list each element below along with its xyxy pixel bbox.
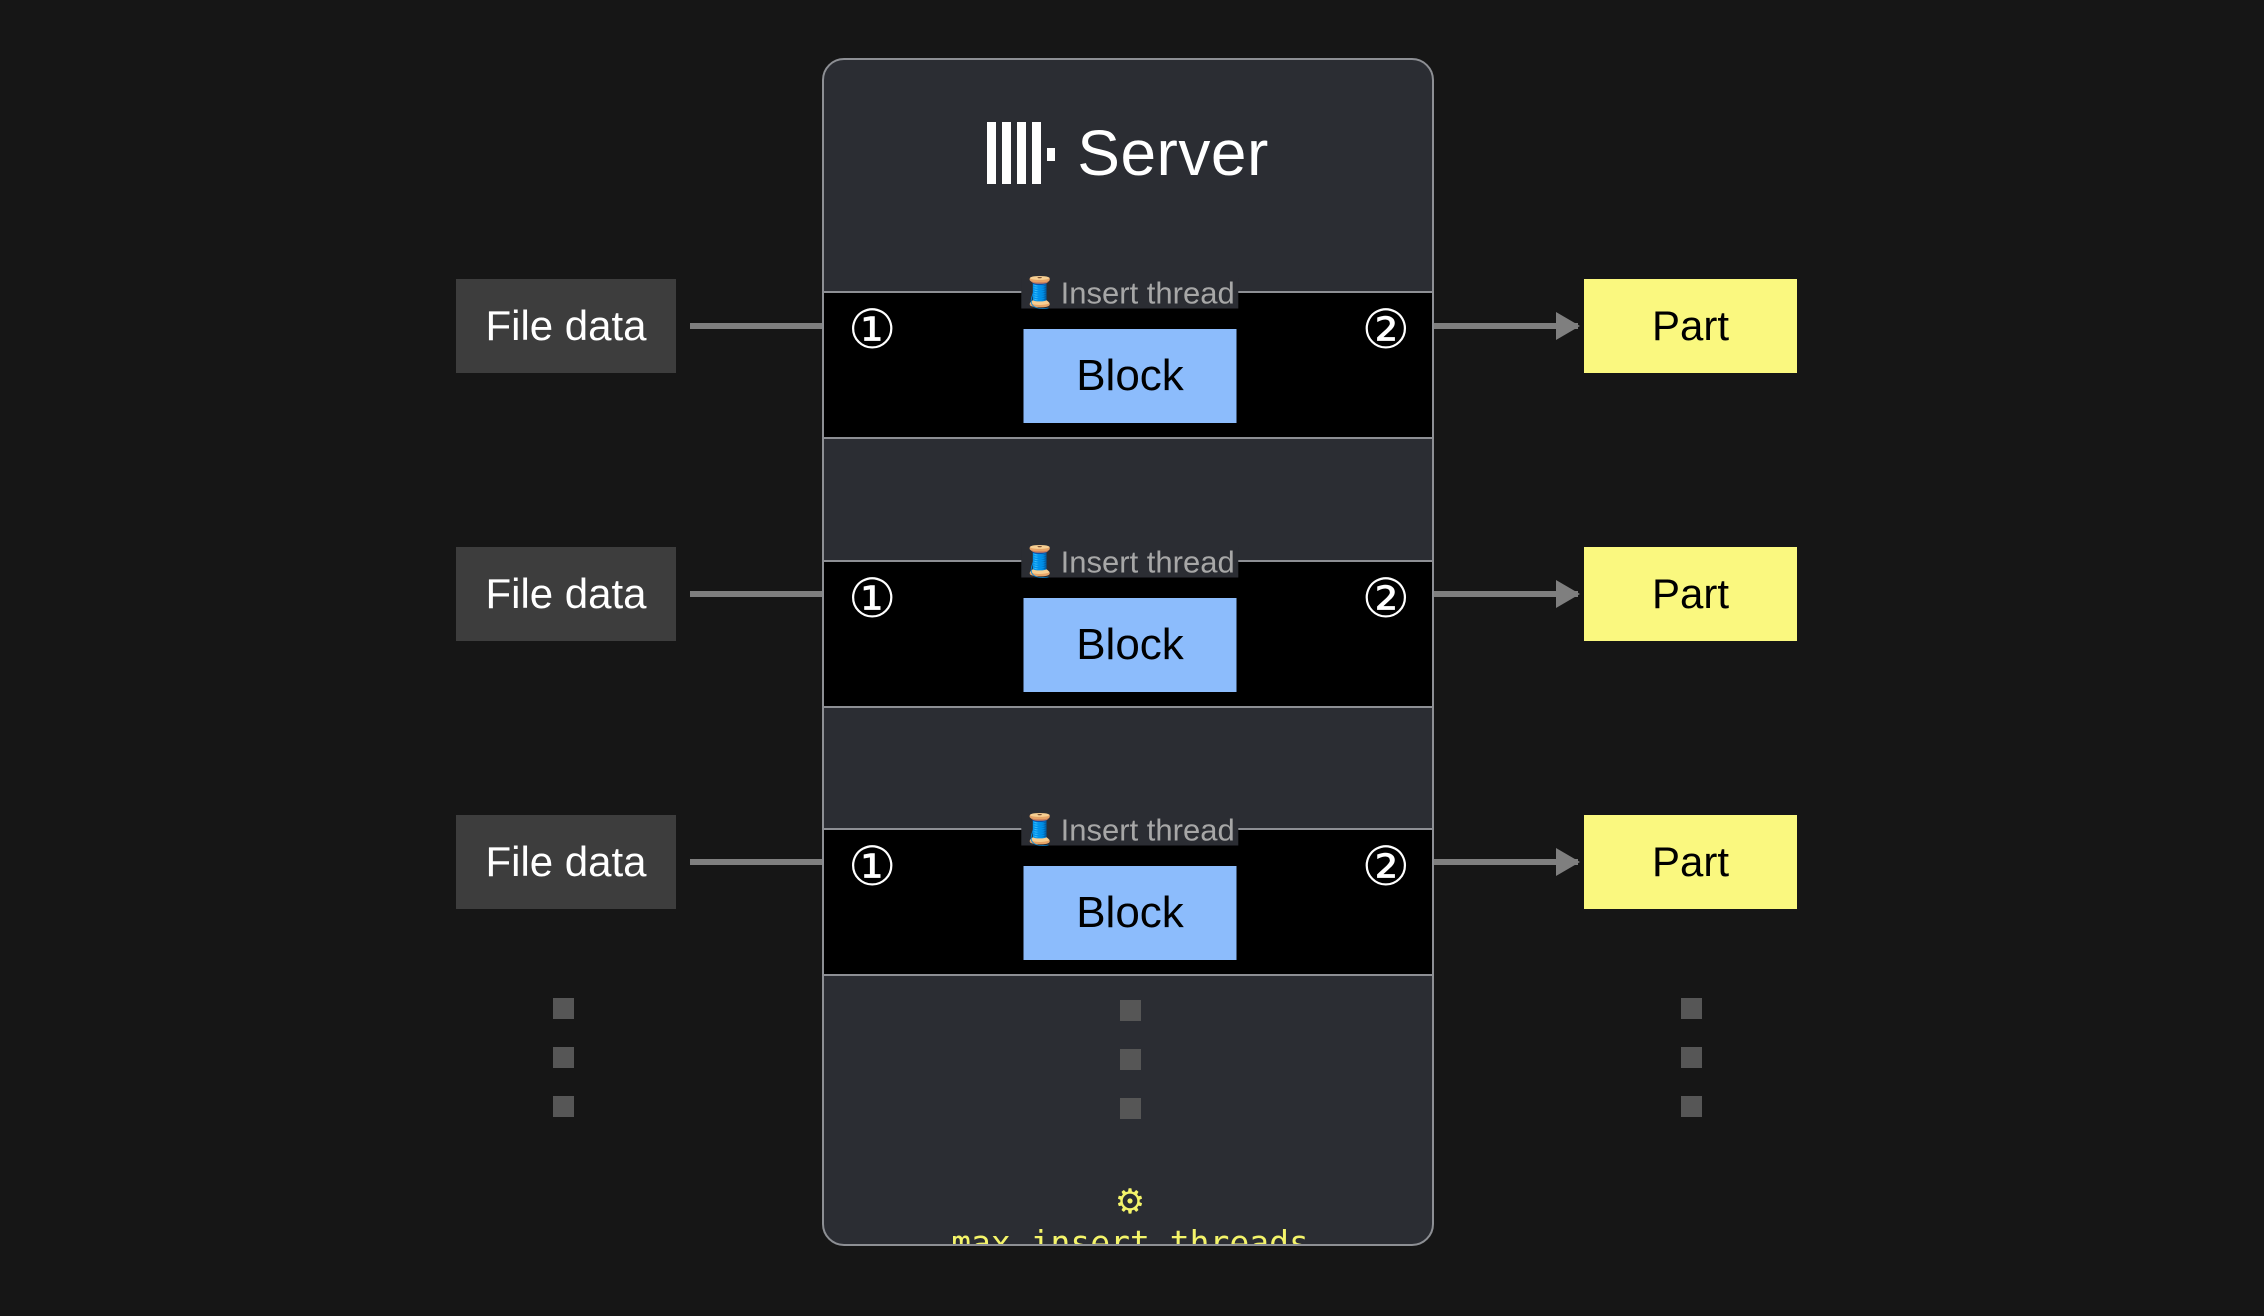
setting-note: ⚙ max_insert_threads bbox=[824, 1183, 1432, 1246]
server-panel: Server 🧵 Insert thread ① Block ② 🧵 Inser… bbox=[822, 58, 1434, 1246]
ellipsis-dot bbox=[1681, 1096, 1702, 1117]
part-box: Part bbox=[1584, 279, 1797, 373]
thread-spool-icon: 🧵 bbox=[1021, 545, 1059, 578]
ellipsis-dot bbox=[1681, 998, 1702, 1019]
insert-thread-label: Insert thread bbox=[1060, 544, 1235, 580]
insert-thread-lane: 🧵 Insert thread ① Block ② bbox=[824, 546, 1432, 708]
file-data-box: File data bbox=[456, 279, 676, 373]
arrow-head bbox=[1556, 580, 1580, 608]
page-title: Server bbox=[1077, 117, 1269, 189]
arrow-head bbox=[1556, 312, 1580, 340]
arrow-head bbox=[1556, 848, 1580, 876]
insert-thread-lane: 🧵 Insert thread ① Block ② bbox=[824, 814, 1432, 976]
ellipsis-dot bbox=[1681, 1047, 1702, 1068]
ellipsis-dot bbox=[1120, 1000, 1141, 1021]
step-badge-outbound: ② bbox=[1361, 300, 1410, 360]
insert-thread-label: Insert thread bbox=[1060, 275, 1235, 311]
step-badge-outbound: ② bbox=[1361, 569, 1410, 629]
ellipsis-dot bbox=[553, 998, 574, 1019]
step-badge-inbound: ① bbox=[848, 300, 897, 360]
setting-name: max_insert_threads bbox=[951, 1223, 1309, 1246]
file-data-box: File data bbox=[456, 547, 676, 641]
ellipsis-indicator-left bbox=[553, 998, 574, 1117]
step-badge-outbound: ② bbox=[1361, 837, 1410, 897]
block-box: Block bbox=[1023, 598, 1237, 692]
insert-thread-legend: 🧵 Insert thread bbox=[1021, 812, 1239, 848]
file-data-box: File data bbox=[456, 815, 676, 909]
insert-thread-legend: 🧵 Insert thread bbox=[1021, 275, 1239, 311]
ellipsis-dot bbox=[553, 1047, 574, 1068]
thread-spool-icon: 🧵 bbox=[1021, 276, 1059, 309]
step-badge-inbound: ① bbox=[848, 569, 897, 629]
insert-thread-lane: 🧵 Insert thread ① Block ② bbox=[824, 277, 1432, 439]
ellipsis-dot bbox=[1120, 1098, 1141, 1119]
ellipsis-indicator-center bbox=[1120, 1000, 1141, 1119]
step-badge-inbound: ① bbox=[848, 837, 897, 897]
part-box: Part bbox=[1584, 815, 1797, 909]
ellipsis-dot bbox=[553, 1096, 574, 1117]
clickhouse-logo-icon bbox=[987, 122, 1056, 184]
ellipsis-dot bbox=[1120, 1049, 1141, 1070]
gear-icon: ⚙ bbox=[1114, 1183, 1146, 1221]
insert-thread-legend: 🧵 Insert thread bbox=[1021, 544, 1239, 580]
server-title: Server bbox=[824, 108, 1432, 198]
insert-thread-label: Insert thread bbox=[1060, 812, 1235, 848]
ellipsis-indicator-right bbox=[1681, 998, 1702, 1117]
thread-spool-icon: 🧵 bbox=[1021, 813, 1059, 846]
part-box: Part bbox=[1584, 547, 1797, 641]
block-box: Block bbox=[1023, 866, 1237, 960]
block-box: Block bbox=[1023, 329, 1237, 423]
